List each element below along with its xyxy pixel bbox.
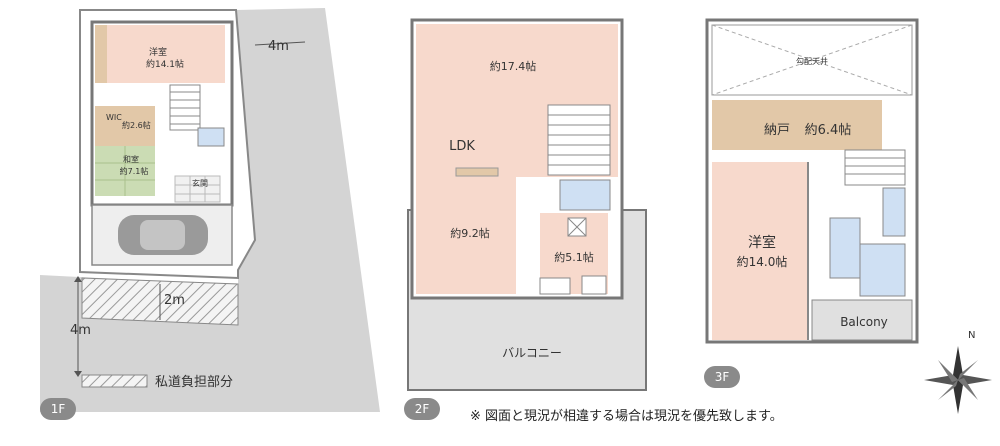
room-2f-ldk-label: LDK — [449, 139, 475, 154]
room-2f-ldk-lower — [416, 177, 516, 294]
room-3f-western-name: 洋室 — [748, 234, 776, 251]
room-1f-wic-size: 約2.6帖 — [122, 120, 151, 130]
road-bottom-width-label: 4m — [70, 323, 91, 338]
floor-tag-1f: 1F — [40, 398, 76, 420]
closet-1f — [95, 25, 107, 83]
room-3f-western — [712, 162, 808, 340]
ceiling-void-label: 勾配天井 — [796, 56, 828, 66]
toilet-3f — [882, 187, 906, 237]
compass-north-label: N — [968, 330, 975, 341]
sink-2f — [539, 277, 571, 295]
road-right — [236, 8, 380, 412]
legend-hatch-swatch — [81, 374, 148, 388]
floor-tag-2f: 2F — [404, 398, 440, 420]
footnote: ※ 図面と現況が相違する場合は現況を優先致します。 — [470, 409, 783, 424]
room-3f-western-size: 約14.0帖 — [737, 254, 788, 269]
room-1f-japanese-name: 和室 — [123, 154, 139, 164]
toilet-1f — [197, 127, 225, 147]
car-icon — [118, 215, 208, 255]
room-2f-kitchen-size: 約5.1帖 — [554, 250, 594, 264]
room-1f-japanese-size: 約7.1帖 — [120, 166, 149, 176]
room-2f-upper-size: 約17.4帖 — [490, 59, 537, 73]
floor-2f — [407, 18, 647, 391]
bath-3f — [859, 243, 906, 297]
balcony-3f-label: Balcony — [840, 315, 888, 329]
stairs-1f — [169, 84, 201, 131]
room-1f-wic — [95, 106, 155, 146]
toilet-2f — [559, 179, 611, 211]
legend-private-road-label: 私道負担部分 — [155, 375, 233, 390]
floor-tag-3f: 3F — [704, 366, 740, 388]
stove-2f — [581, 275, 607, 295]
balcony-2f-label: バルコニー — [502, 346, 562, 360]
road-right-width-label: 4m — [268, 39, 289, 54]
room-3f-storage-size: 約6.4帖 — [805, 123, 852, 138]
stairs-3f — [844, 149, 906, 186]
room-1f-wic-name: WIC — [106, 113, 122, 122]
balcony-3f — [811, 299, 913, 341]
room-3f-storage — [712, 100, 882, 150]
entrance-tiles — [174, 175, 221, 203]
floor-1f — [40, 8, 380, 412]
stairs-2f — [547, 104, 611, 176]
private-road-width-label: 2m — [164, 293, 185, 308]
room-3f-storage-name: 納戸 — [764, 123, 790, 138]
room-1f-western-name: 洋室 — [149, 46, 167, 58]
room-1f-western — [95, 25, 225, 83]
compass-icon — [924, 346, 992, 414]
floor-3f — [705, 18, 919, 344]
counter-2f — [455, 167, 499, 177]
washroom-3f — [829, 217, 861, 279]
room-1f-western-size: 約14.1帖 — [146, 58, 184, 70]
room-2f-lower-size: 約9.2帖 — [450, 226, 490, 240]
room-1f-entrance: 玄関 — [192, 178, 208, 188]
